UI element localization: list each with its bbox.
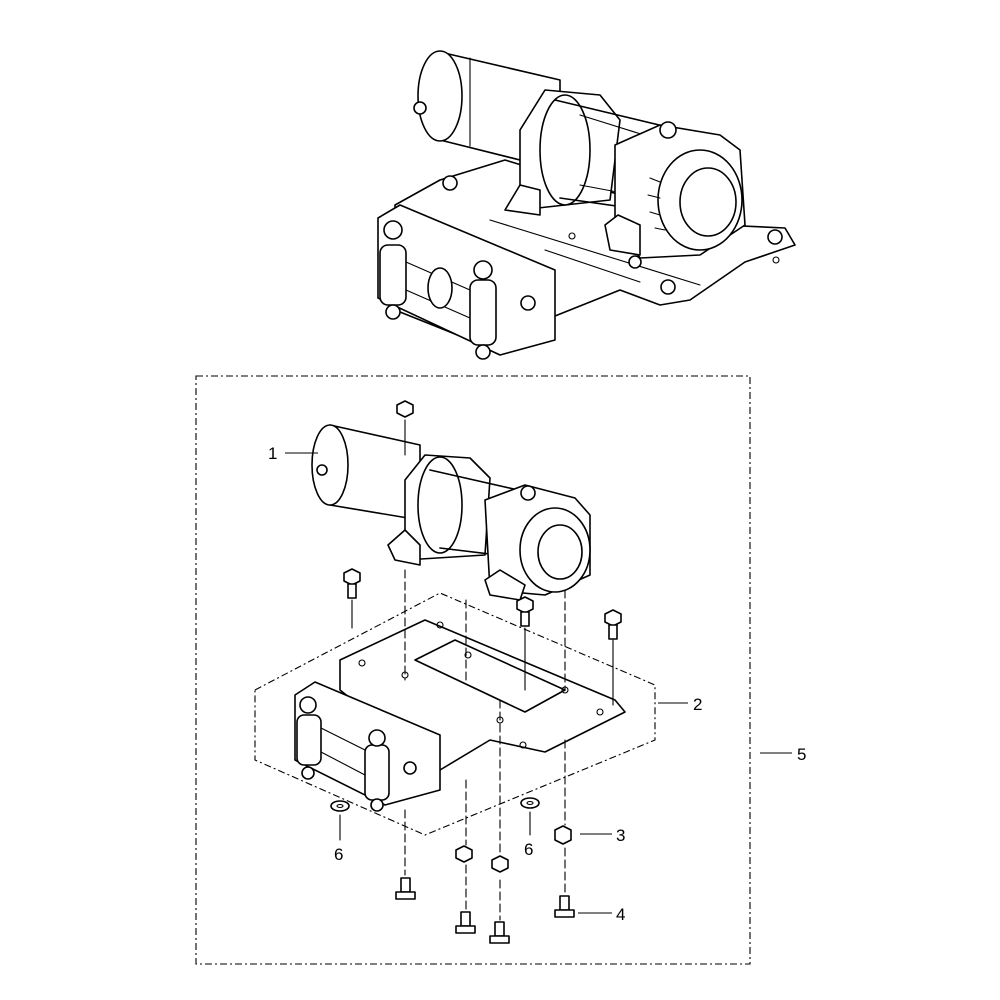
callout-6-left: 6 [334,845,343,864]
hex-bolt-icon [489,921,510,944]
washer-icon [520,797,540,809]
fairlead-bolt-icon [385,304,401,320]
top-flange-bolts [343,400,622,640]
plate-bolt-icon [767,229,783,245]
fairlead-bolt-icon [473,260,493,280]
leader-lines [285,452,792,914]
flange-nut-icon [455,845,473,863]
plate-bolt-icon [660,279,676,295]
flange-bolt-icon [343,568,361,599]
exploded-winch [311,424,591,601]
fairlead-bolt-icon [368,729,386,747]
alignment-lines [339,419,614,921]
lower-nuts [455,825,572,873]
hex-bolt-icon [395,877,416,900]
assembled-roller-fairlead [377,204,556,360]
washer-icon [330,800,350,812]
flange-nut-icon [491,855,509,873]
plate-assembly-boundary [254,592,656,836]
exploded-kit-view: 1 2 3 4 5 6 6 [195,375,806,965]
fairlead-bolt-icon [301,766,315,780]
exploded-roller-fairlead [294,681,441,812]
fairlead-bolt-icon [383,220,403,240]
washers [330,797,540,812]
assembled-winch-view [377,50,796,360]
plate-bolt-icon [442,175,458,191]
flange-bolt-icon [604,609,622,640]
assembled-winch-gearbox [604,121,746,259]
flange-bolt-icon [516,596,534,627]
fairlead-bolt-icon [299,696,317,714]
callout-1: 1 [268,444,277,463]
callout-3: 3 [616,826,625,845]
flange-bolt-icon [396,400,414,418]
plate-bolt-icon [628,255,642,269]
clutch-knob-icon [520,485,536,501]
lower-bolts [395,877,575,944]
callout-4: 4 [616,905,625,924]
callout-5: 5 [797,745,806,764]
fairlead-bolt-icon [520,295,536,311]
fairlead-bolt-icon [475,344,491,360]
motor-terminal-icon [413,101,427,115]
hex-bolt-icon [455,911,476,934]
clutch-knob-icon [659,121,677,139]
fairlead-bolt-icon [370,798,384,812]
motor-terminal-icon [316,464,328,476]
hex-bolt-icon [554,895,575,918]
fairlead-bolt-icon [403,761,417,775]
callout-6-right: 6 [524,840,533,859]
kit-boundary [195,375,751,965]
flange-nut-icon [554,825,572,845]
callout-2: 2 [693,695,702,714]
